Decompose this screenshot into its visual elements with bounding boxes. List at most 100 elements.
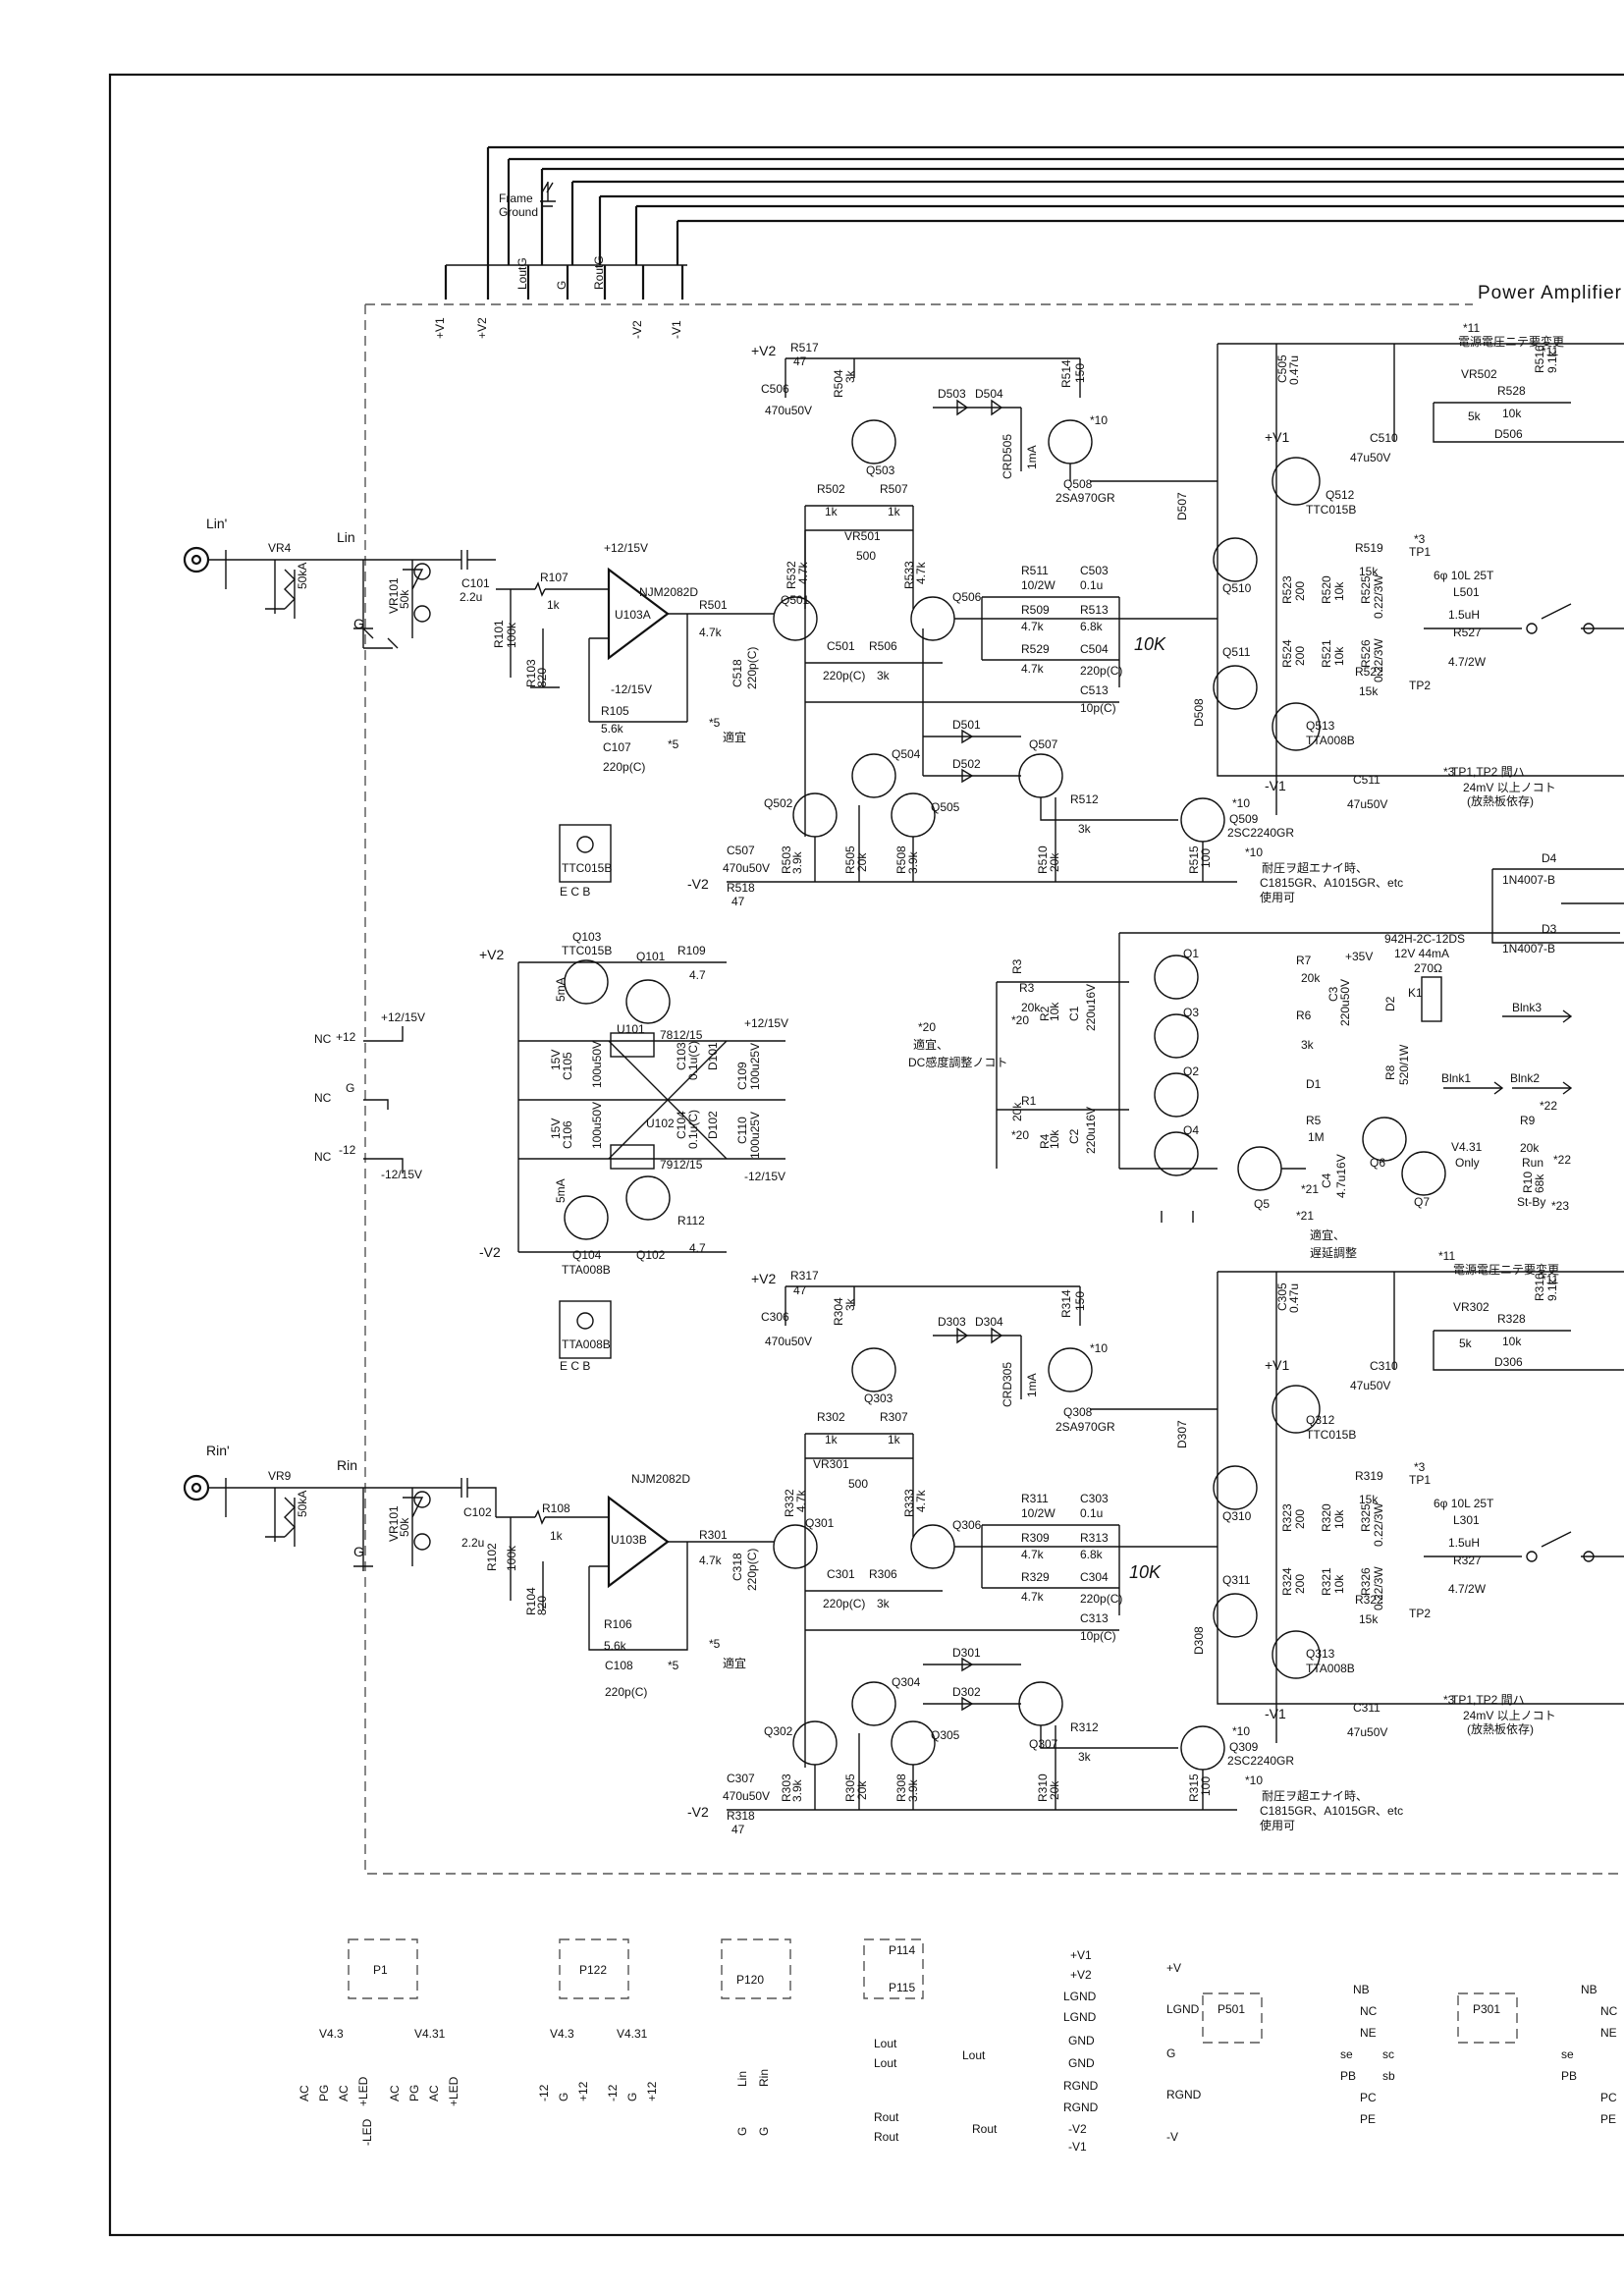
svg-text:-12: -12 xyxy=(606,2084,620,2101)
svg-text:Q501: Q501 xyxy=(781,593,810,607)
svg-text:VR302: VR302 xyxy=(1453,1300,1489,1314)
svg-text:10k: 10k xyxy=(1332,581,1346,601)
svg-text:500: 500 xyxy=(848,1477,868,1491)
svg-text:*11: *11 xyxy=(1438,1249,1455,1263)
svg-text:P114: P114 xyxy=(889,1943,915,1957)
svg-text:R108: R108 xyxy=(542,1501,570,1515)
svg-text:D301: D301 xyxy=(952,1646,981,1660)
svg-text:C102: C102 xyxy=(463,1505,492,1519)
svg-text:Q508: Q508 xyxy=(1063,477,1093,491)
svg-text:Q1: Q1 xyxy=(1183,947,1199,960)
svg-text:R6: R6 xyxy=(1296,1009,1312,1022)
svg-text:6.8k: 6.8k xyxy=(1080,620,1104,633)
svg-text:D502: D502 xyxy=(952,757,981,771)
svg-text:R322: R322 xyxy=(1355,1593,1383,1607)
svg-text:Q310: Q310 xyxy=(1222,1509,1252,1523)
svg-text:220u16V: 220u16V xyxy=(1084,984,1098,1031)
svg-text:Rout: Rout xyxy=(874,2110,899,2124)
svg-text:1mA: 1mA xyxy=(1025,1373,1039,1397)
svg-text:TTA008B: TTA008B xyxy=(562,1263,611,1277)
svg-text:6φ 10L 25T: 6φ 10L 25T xyxy=(1434,569,1494,582)
q507 xyxy=(1018,753,1063,798)
svg-text:TP1,TP2 間ハ: TP1,TP2 間ハ xyxy=(1451,765,1525,779)
svg-text:C513: C513 xyxy=(1080,683,1109,697)
svg-text:D306: D306 xyxy=(1494,1355,1523,1369)
svg-text:4.7: 4.7 xyxy=(689,1241,706,1255)
svg-text:耐圧ヲ超エナイ時、: 耐圧ヲ超エナイ時、 xyxy=(1262,860,1368,875)
svg-text:3k: 3k xyxy=(1301,1038,1315,1052)
svg-text:G: G xyxy=(1166,2046,1175,2060)
rin-jack xyxy=(183,1474,210,1501)
svg-text:*11: *11 xyxy=(1542,345,1558,358)
svg-text:C304: C304 xyxy=(1080,1570,1109,1584)
svg-text:Q506: Q506 xyxy=(952,590,982,604)
svg-text:se: se xyxy=(1561,2047,1574,2061)
svg-text:C110: C110 xyxy=(735,1117,749,1144)
svg-text:P120: P120 xyxy=(736,1973,764,1987)
svg-text:0.1u: 0.1u xyxy=(1080,1506,1103,1520)
svg-text:適宜、: 適宜、 xyxy=(913,1037,948,1052)
svg-text:D501: D501 xyxy=(952,718,981,732)
svg-text:*10: *10 xyxy=(1245,1774,1263,1787)
svg-text:R303: R303 xyxy=(780,1774,793,1802)
svg-text:R503: R503 xyxy=(780,846,793,874)
svg-text:R10: R10 xyxy=(1521,1172,1535,1193)
svg-text:R309: R309 xyxy=(1021,1531,1050,1545)
svg-text:R327: R327 xyxy=(1453,1554,1482,1567)
svg-text:5k: 5k xyxy=(1459,1337,1473,1350)
svg-text:G: G xyxy=(757,2127,771,2136)
svg-text:+LED: +LED xyxy=(447,2076,460,2106)
q505 xyxy=(891,792,936,838)
svg-text:耐圧ヲ超エナイ時、: 耐圧ヲ超エナイ時、 xyxy=(1262,1788,1368,1803)
svg-text:NC: NC xyxy=(314,1150,332,1164)
svg-text:20k: 20k xyxy=(1021,1001,1041,1014)
svg-text:R301: R301 xyxy=(699,1528,728,1542)
svg-text:10/2W: 10/2W xyxy=(1021,578,1056,592)
svg-text:12V 44mA: 12V 44mA xyxy=(1394,947,1449,960)
svg-text:*22: *22 xyxy=(1540,1099,1557,1113)
svg-text:820: 820 xyxy=(535,1596,549,1615)
svg-text:TTC015B: TTC015B xyxy=(1306,1428,1356,1442)
svg-text:C104: C104 xyxy=(675,1111,688,1139)
svg-text:R518: R518 xyxy=(727,881,755,895)
svg-text:C107: C107 xyxy=(603,740,631,754)
svg-text:AC: AC xyxy=(427,2085,441,2101)
svg-text:+V1: +V1 xyxy=(1265,429,1290,445)
svg-text:4.7u16V: 4.7u16V xyxy=(1334,1154,1348,1198)
svg-text:500: 500 xyxy=(856,549,876,563)
q503 xyxy=(851,419,896,464)
svg-text:+12: +12 xyxy=(336,1030,356,1044)
svg-text:R325: R325 xyxy=(1359,1503,1373,1532)
svg-text:Rout: Rout xyxy=(972,2122,998,2136)
svg-text:R517: R517 xyxy=(790,341,819,355)
svg-text:3k: 3k xyxy=(843,369,857,383)
svg-text:V4.3: V4.3 xyxy=(319,2027,344,2041)
svg-text:15V: 15V xyxy=(549,1050,563,1070)
q510 xyxy=(1213,537,1258,582)
svg-text:*21: *21 xyxy=(1301,1182,1319,1196)
svg-text:-V1: -V1 xyxy=(1265,1706,1286,1721)
svg-text:*10: *10 xyxy=(1245,846,1263,859)
svg-text:1k: 1k xyxy=(825,505,839,518)
svg-text:C1815GR、A1015GR、etc: C1815GR、A1015GR、etc xyxy=(1260,1804,1403,1818)
svg-text:R302: R302 xyxy=(817,1410,845,1424)
svg-text:R308: R308 xyxy=(894,1774,908,1802)
svg-text:TTC015B: TTC015B xyxy=(562,944,612,957)
svg-text:R512: R512 xyxy=(1070,792,1099,806)
svg-text:Q305: Q305 xyxy=(931,1728,960,1742)
svg-text:10K: 10K xyxy=(1129,1562,1162,1582)
svg-text:G: G xyxy=(557,2093,570,2101)
q512 xyxy=(1272,457,1321,506)
svg-text:0.47u: 0.47u xyxy=(1287,355,1301,385)
svg-text:4.7/2W: 4.7/2W xyxy=(1448,655,1487,669)
svg-text:R508: R508 xyxy=(894,846,908,874)
svg-text:-V2: -V2 xyxy=(479,1244,501,1260)
svg-text:4.7k: 4.7k xyxy=(1021,1548,1045,1561)
svg-text:PG: PG xyxy=(317,2085,331,2101)
svg-text:使用可: 使用可 xyxy=(1260,1818,1295,1832)
svg-text:Q301: Q301 xyxy=(805,1516,835,1530)
svg-text:C510: C510 xyxy=(1370,431,1398,445)
svg-text:G: G xyxy=(735,2127,749,2136)
svg-text:7912/15: 7912/15 xyxy=(660,1158,703,1172)
